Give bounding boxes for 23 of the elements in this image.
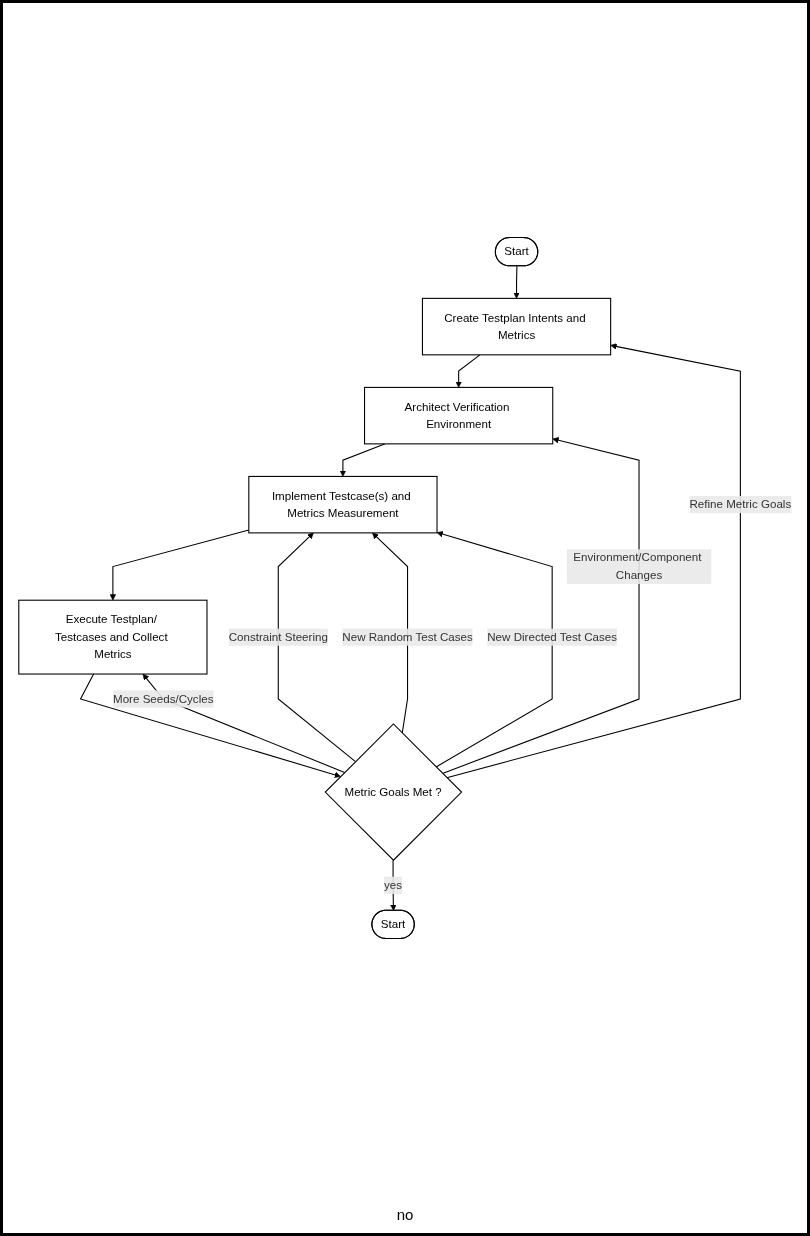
edge-label: More Seeds/Cycles — [113, 692, 214, 705]
arrow — [446, 343, 741, 779]
arrow — [109, 529, 250, 601]
edge-label: New Random Test Cases — [342, 630, 473, 643]
arrow — [455, 354, 481, 388]
node-box: Execute Testplan/ Testcases and Collect Metrics — [18, 599, 208, 675]
arrow — [390, 859, 397, 911]
edge-label: yes — [384, 878, 403, 892]
arrow — [435, 531, 553, 768]
node-box: Implement Testcase(s) and Metrics Measurement — [248, 475, 438, 534]
edge-label: Refine Metric Goals — [689, 498, 792, 511]
arrow — [372, 532, 409, 734]
node-box: Create Testplan Intents and Metrics — [421, 297, 612, 356]
node-diamond: Metric Goals Met ? — [324, 723, 463, 862]
arrow — [277, 532, 356, 763]
arrow — [441, 437, 640, 774]
edge-label: New Directed Test Cases — [487, 630, 618, 643]
text-label: no — [396, 1206, 414, 1223]
arrow — [513, 265, 520, 299]
edge-label: Constraint Steering — [228, 630, 328, 643]
node-box: Architect Verification Environment — [364, 386, 554, 445]
arrow — [79, 673, 341, 778]
edge-label: Environment/Component Changes — [573, 551, 702, 582]
